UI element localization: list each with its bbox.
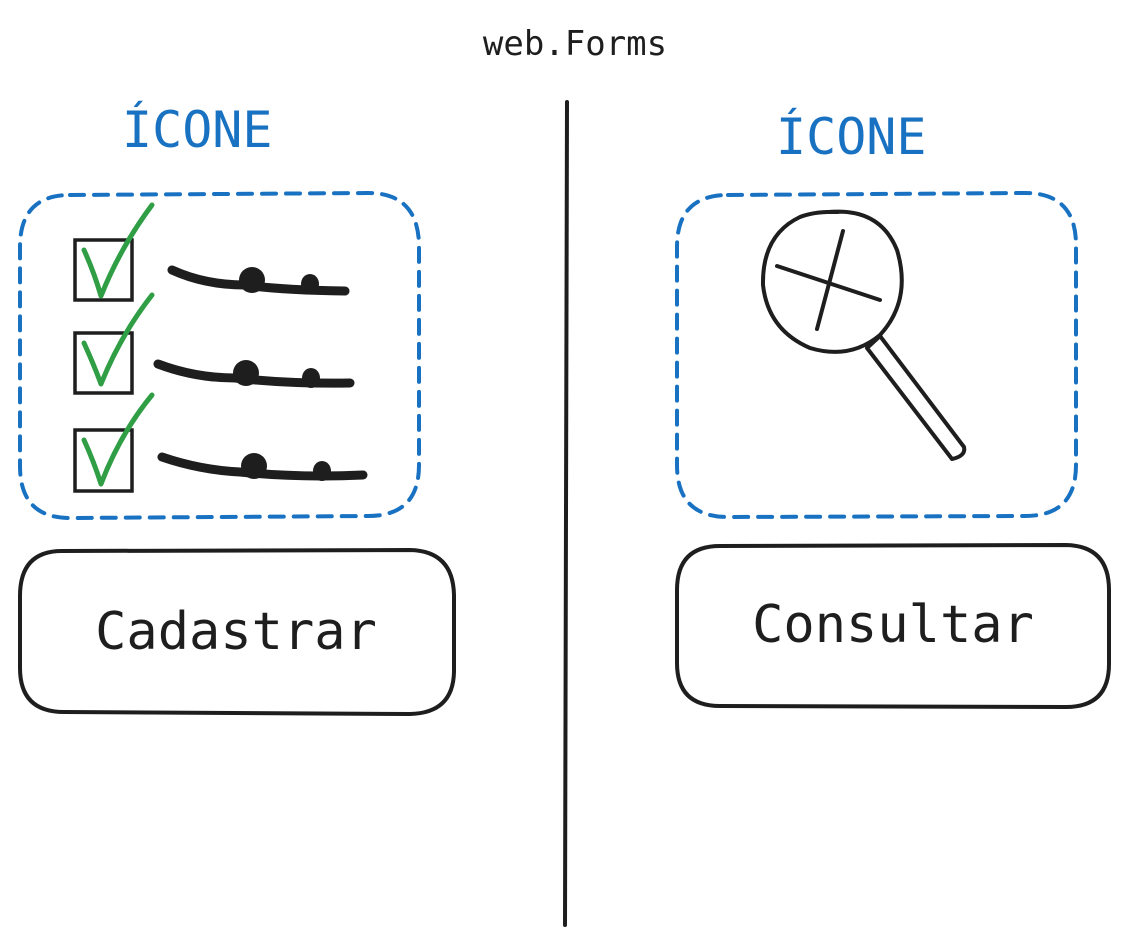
cadastrar-button-label: Cadastrar xyxy=(95,602,377,662)
page-title: web.Forms xyxy=(482,24,668,64)
cadastrar-button-outline xyxy=(18,547,456,717)
search-icon xyxy=(760,209,967,461)
right-icon-label: ÍCONE xyxy=(776,108,927,166)
left-icon-label: ÍCONE xyxy=(122,101,273,159)
checklist-icon xyxy=(73,202,368,493)
right-icon-frame xyxy=(675,190,1078,520)
consultar-button-label: Consultar xyxy=(752,595,1034,655)
left-icon-frame xyxy=(18,190,421,521)
consultar-button-outline xyxy=(675,542,1111,710)
center-divider xyxy=(563,100,569,927)
